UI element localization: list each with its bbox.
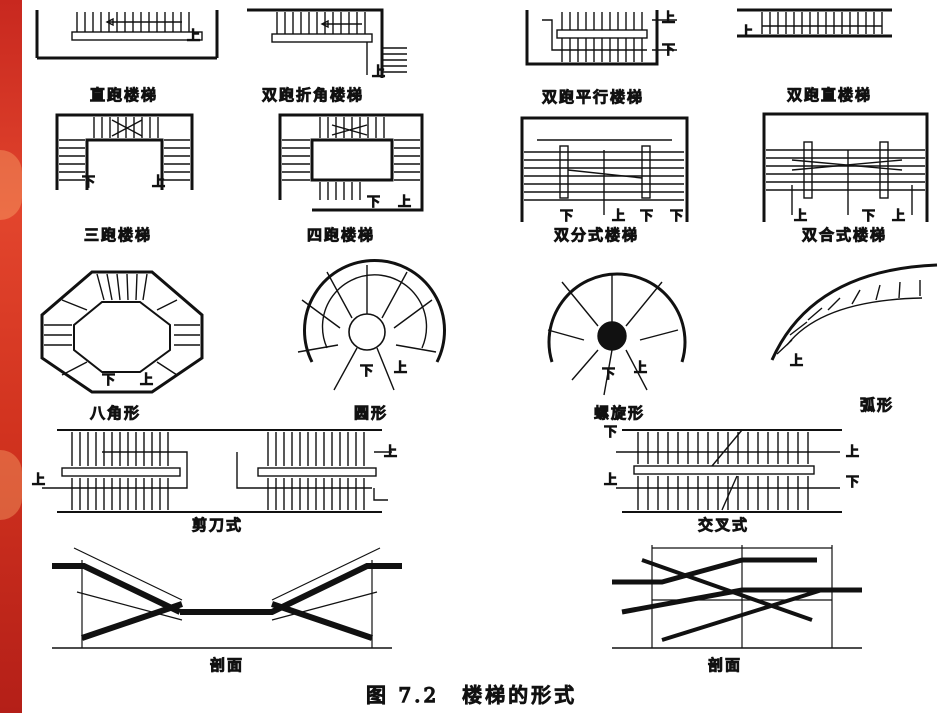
merge-up-mark-2: 上 (892, 209, 905, 224)
circle-up-mark: 上 (394, 361, 407, 376)
spiral-stair-plan (547, 272, 687, 396)
merge-stair-plan (762, 112, 929, 222)
straight-up-mark: 上 (187, 29, 200, 44)
spiral-up-mark: 上 (634, 361, 647, 376)
merge-up-mark-1: 上 (794, 209, 807, 224)
octagon-down-mark: 下 (102, 373, 115, 388)
label-section-left: 剖面 (210, 656, 244, 674)
three-run-stair-plan (55, 113, 194, 190)
label-merge: 双合式楼梯 (802, 226, 887, 244)
double-parallel-stair-plan (525, 10, 677, 66)
dstraight-up-mark: 上 (740, 25, 753, 40)
four-run-stair-plan (278, 113, 424, 212)
cross-up-mark-left: 上 (604, 473, 617, 488)
label-three-run: 三跑楼梯 (84, 226, 152, 244)
cross-down-mark-left: 下 (604, 425, 617, 440)
scissor-up-mark-left: 上 (32, 473, 45, 488)
parallel-up-mark: 上 (662, 11, 675, 26)
cross-stair-plan (616, 429, 842, 513)
straight-stair-plan (35, 10, 219, 60)
label-double-parallel: 双跑平行楼梯 (542, 88, 644, 106)
four-up-mark: 上 (398, 195, 411, 210)
three-up-mark: 上 (152, 175, 165, 190)
scissor-up-mark-right: 上 (384, 445, 397, 460)
label-spiral: 螺旋形 (594, 404, 645, 422)
split-stair-plan (520, 116, 689, 222)
merge-down-mark: 下 (862, 209, 875, 224)
decorative-side-stripe (0, 0, 22, 713)
label-octagon: 八角形 (90, 404, 141, 422)
label-arc: 弧形 (860, 396, 894, 414)
cross-up-mark-right: 上 (846, 445, 859, 460)
spiral-down-mark: 下 (602, 367, 615, 382)
label-circle: 圆形 (354, 404, 388, 422)
cross-section (612, 545, 862, 649)
label-four-run: 四跑楼梯 (307, 226, 375, 244)
scissor-section (52, 547, 402, 649)
octagon-up-mark: 上 (140, 373, 153, 388)
double-straight-stair-plan (737, 8, 892, 38)
stair-forms-diagram: 上 直跑楼梯 上 双跑折角楼梯 上 下 双跑平行楼梯 上 双跑直楼梯 下 上 三 (31, 8, 938, 708)
parallel-down-mark: 下 (662, 43, 675, 58)
scissor-stair-plan (42, 429, 392, 513)
three-down-mark: 下 (82, 175, 95, 190)
label-straight: 直跑楼梯 (90, 86, 158, 104)
arc-up-mark: 上 (790, 354, 803, 369)
circle-down-mark: 下 (360, 364, 373, 379)
label-cross: 交叉式 (698, 516, 749, 534)
label-double-straight: 双跑直楼梯 (787, 86, 872, 104)
double-turn-stair-plan (247, 8, 407, 78)
split-down-mark-3: 下 (670, 209, 683, 224)
stripe-swirl (0, 150, 22, 220)
label-section-right: 剖面 (708, 656, 742, 674)
split-up-mark: 上 (612, 209, 625, 224)
figure-caption: 图 7.2 楼梯的形式 (366, 683, 577, 707)
diagram-board: 上 直跑楼梯 上 双跑折角楼梯 上 下 双跑平行楼梯 上 双跑直楼梯 下 上 三 (22, 0, 950, 713)
split-down-mark-2: 下 (640, 209, 653, 224)
arc-stair-plan (770, 263, 938, 361)
octagon-stair-plan (40, 270, 204, 394)
turn-up-mark: 上 (372, 65, 385, 80)
stripe-swirl (0, 450, 22, 520)
cross-down-mark-right: 下 (846, 475, 859, 490)
circle-stair-plan (297, 259, 446, 391)
label-double-turn: 双跑折角楼梯 (262, 86, 364, 104)
split-down-mark-1: 下 (560, 209, 573, 224)
four-down-mark: 下 (367, 195, 380, 210)
label-scissor: 剪刀式 (192, 516, 243, 534)
label-split: 双分式楼梯 (554, 226, 639, 244)
